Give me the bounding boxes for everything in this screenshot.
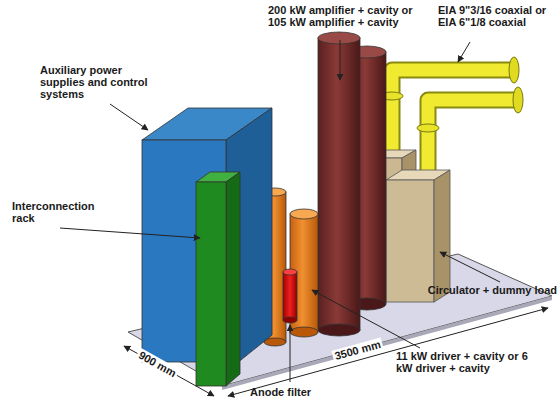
circulator-label: Circulator + dummy load	[428, 284, 557, 296]
amplifier-cylinders	[318, 32, 386, 336]
coaxial-label: EIA 9"3/16 coaxial or EIA 6"1/8 coaxial	[438, 4, 556, 28]
dimension-lines	[124, 308, 548, 396]
leader-lines	[60, 40, 500, 382]
anode-filter-label: Anode filter	[250, 386, 311, 398]
anode-filter	[283, 269, 297, 323]
amplifier-label: 200 kW amplifier + cavity or 105 kW ampl…	[268, 4, 428, 28]
interconnection-rack	[196, 172, 240, 386]
rack-label: Interconnection rack	[12, 200, 108, 224]
driver-label: 11 kW driver + cavity or 6 kW driver + c…	[396, 350, 546, 374]
auxiliary-label: Auxiliary power supplies and control sys…	[40, 64, 166, 100]
